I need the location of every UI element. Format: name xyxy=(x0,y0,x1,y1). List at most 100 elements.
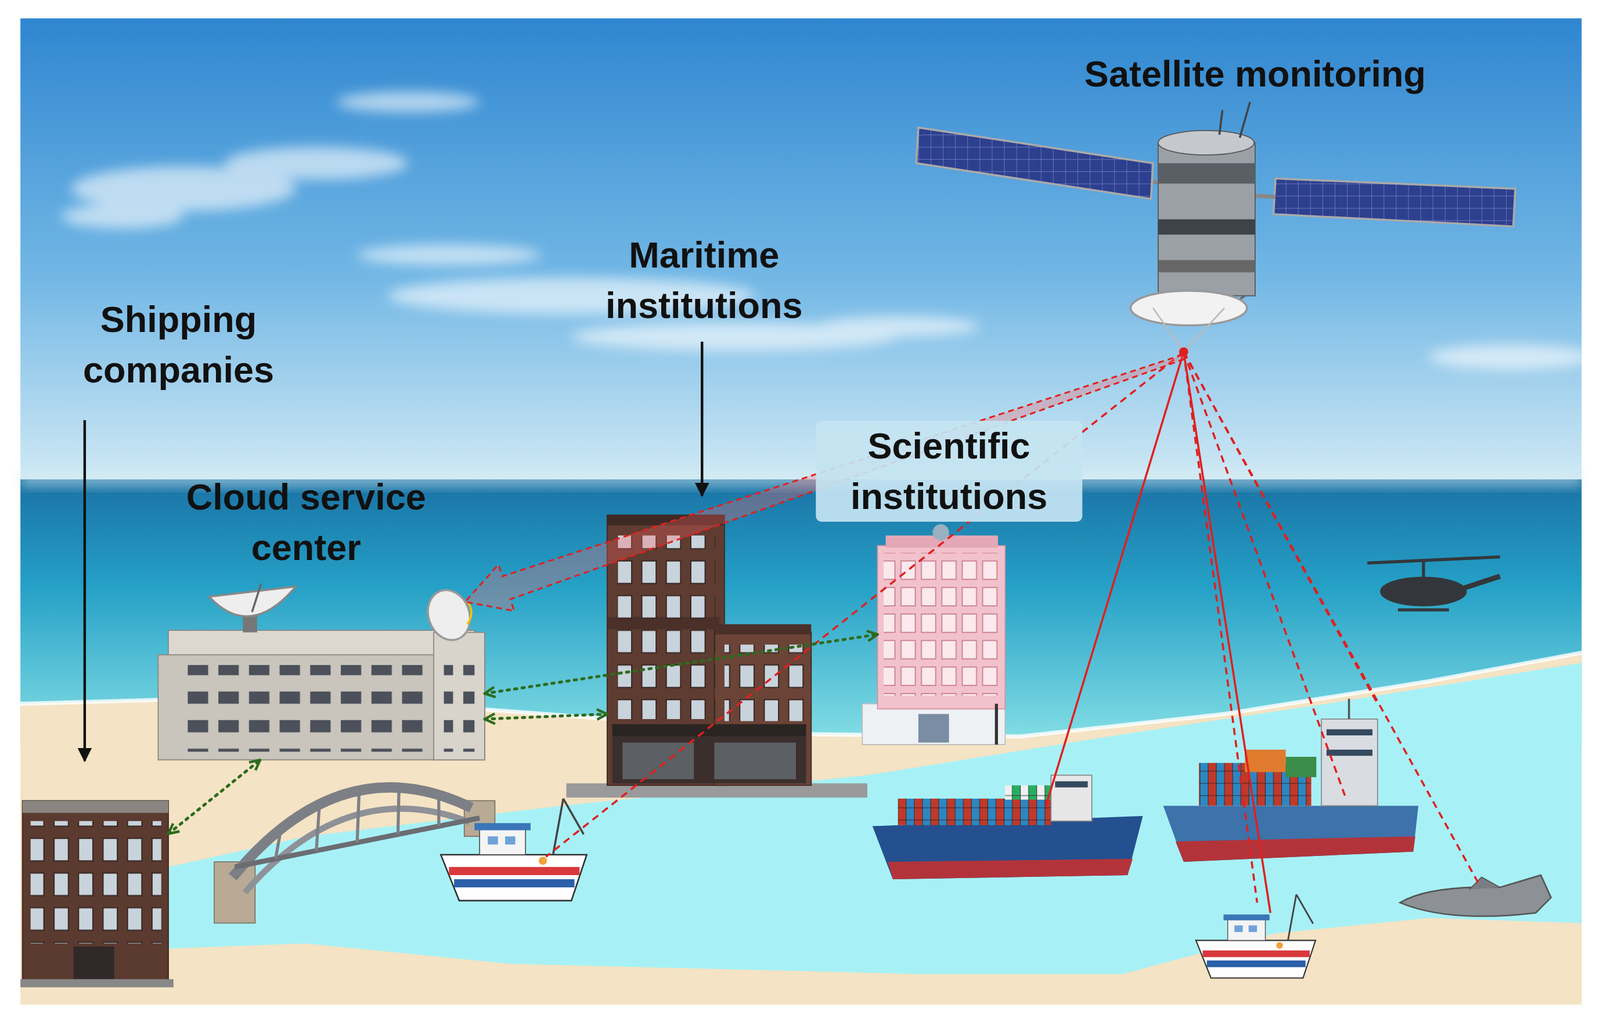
node-label: Scientific institutions xyxy=(815,420,1083,522)
building-node: Maritime institutions xyxy=(607,515,812,787)
data-exchange-arrow xyxy=(484,714,608,720)
submersible-part xyxy=(1400,875,1552,917)
cloud-service-building-part xyxy=(420,584,477,647)
maritime-building-part xyxy=(612,724,807,737)
satellite-beams-part xyxy=(1046,351,1184,806)
pointer-arrows-part xyxy=(700,341,704,496)
helicopter-part xyxy=(1367,557,1500,564)
sky xyxy=(20,18,1582,488)
satellite-beams-part xyxy=(1183,351,1258,903)
fishing-boats xyxy=(440,798,1316,979)
building-node: Cloud service center xyxy=(157,602,485,760)
cargo-ship-part xyxy=(1163,805,1419,863)
bridge-part xyxy=(275,787,439,860)
cargo-ship-part xyxy=(1285,757,1317,778)
shipping-building xyxy=(20,801,174,989)
clouds-part xyxy=(357,244,541,266)
node-label: Cloud service center xyxy=(148,471,465,574)
scientific-building-part xyxy=(862,704,1005,745)
satellite-beams-part xyxy=(1183,351,1346,796)
sky-part xyxy=(20,18,1582,488)
satellite-part xyxy=(1158,142,1256,297)
satellite-beams-part xyxy=(1183,351,1480,886)
building-node: Scientific institutions xyxy=(877,545,1011,745)
container-ship-part xyxy=(872,816,1144,880)
helicopter xyxy=(1367,557,1500,611)
satellite-part xyxy=(1152,308,1225,353)
satellite-part xyxy=(1158,219,1256,235)
cargo-ship xyxy=(1163,698,1419,863)
satellite-part xyxy=(1158,163,1256,184)
satellite-beams xyxy=(545,348,1480,914)
submersible-part xyxy=(1469,877,1501,890)
shallow-water-part xyxy=(168,662,1582,975)
cargo-ship-part xyxy=(1321,719,1378,806)
scientific-building-part xyxy=(995,704,998,745)
satellite-beams-part xyxy=(545,351,1184,857)
scientific-building-part xyxy=(877,545,1006,709)
cloud-service-building-part xyxy=(433,632,485,761)
helicopter-part xyxy=(1421,561,1425,578)
helicopter-part xyxy=(1380,577,1467,607)
pointer-arrows-part xyxy=(83,420,86,762)
cloud-service-building-part xyxy=(444,665,475,752)
container-ship-part xyxy=(1050,775,1092,822)
clouds xyxy=(60,91,1592,370)
transmission-arrow xyxy=(465,354,1185,611)
shipping-building-part xyxy=(30,821,162,944)
node-label: Satellite monitoring xyxy=(1084,48,1426,99)
scientific-building-part xyxy=(918,714,950,743)
node-label: Maritime institutions xyxy=(571,229,837,331)
cargo-ship-part xyxy=(1348,698,1351,720)
fishing-boats-part xyxy=(440,798,587,902)
shipping-building-part xyxy=(22,801,169,814)
shipping-building-part xyxy=(22,801,169,985)
satellite-part xyxy=(1219,102,1250,139)
node-label: Shipping companies xyxy=(56,294,302,396)
scientific-building-part xyxy=(883,553,998,697)
maritime-building-part xyxy=(714,624,812,636)
clouds-part xyxy=(816,316,980,337)
container-ship xyxy=(872,775,1144,880)
building-node: Shipping companies xyxy=(22,801,169,985)
clouds-part xyxy=(224,146,409,180)
container-ship-part xyxy=(1054,781,1088,788)
clouds-part xyxy=(60,203,184,229)
cloud-service-building xyxy=(157,583,485,760)
helicopter-part xyxy=(1397,608,1450,612)
clouds-part xyxy=(1428,344,1592,370)
satellite-node: Satellite monitoring xyxy=(918,96,1516,358)
cargo-ship-part xyxy=(1175,836,1416,863)
cargo-ship-part xyxy=(1244,750,1286,773)
satellite-part xyxy=(1158,130,1254,156)
cargo-ship-part xyxy=(1326,729,1373,737)
scientific-building xyxy=(862,524,1005,745)
satellite-beams-part xyxy=(1180,348,1188,356)
cargo-ship-part xyxy=(1326,750,1373,757)
satellite-part xyxy=(1158,260,1256,273)
data-exchange-arrow xyxy=(484,634,878,694)
scientific-building-part xyxy=(932,524,949,541)
shallow-water xyxy=(168,662,1582,975)
fishing-boats-part xyxy=(1195,894,1316,979)
satellite-beams-part xyxy=(1183,351,1271,914)
cloud-service-building-part xyxy=(467,602,472,625)
shipping-building-part xyxy=(73,946,115,983)
satellite xyxy=(916,102,1516,353)
maritime-building-part xyxy=(617,535,716,720)
satellite-part xyxy=(916,127,1153,200)
shipping-building-part xyxy=(20,979,174,988)
submersible xyxy=(1400,875,1552,917)
data-exchange-arrow xyxy=(168,759,261,834)
container-ship-part xyxy=(898,798,1052,826)
container-ship-part xyxy=(887,859,1133,880)
helicopter-part xyxy=(1458,576,1500,590)
cloud-service-building-part xyxy=(178,665,424,752)
cloud-service-building-part xyxy=(168,630,475,658)
cloud-service-building-part xyxy=(251,583,262,612)
maritime-building-part xyxy=(714,742,796,780)
satellite-part xyxy=(1130,290,1247,326)
maritime-building-part xyxy=(612,736,807,784)
satellite-part xyxy=(1273,178,1516,227)
